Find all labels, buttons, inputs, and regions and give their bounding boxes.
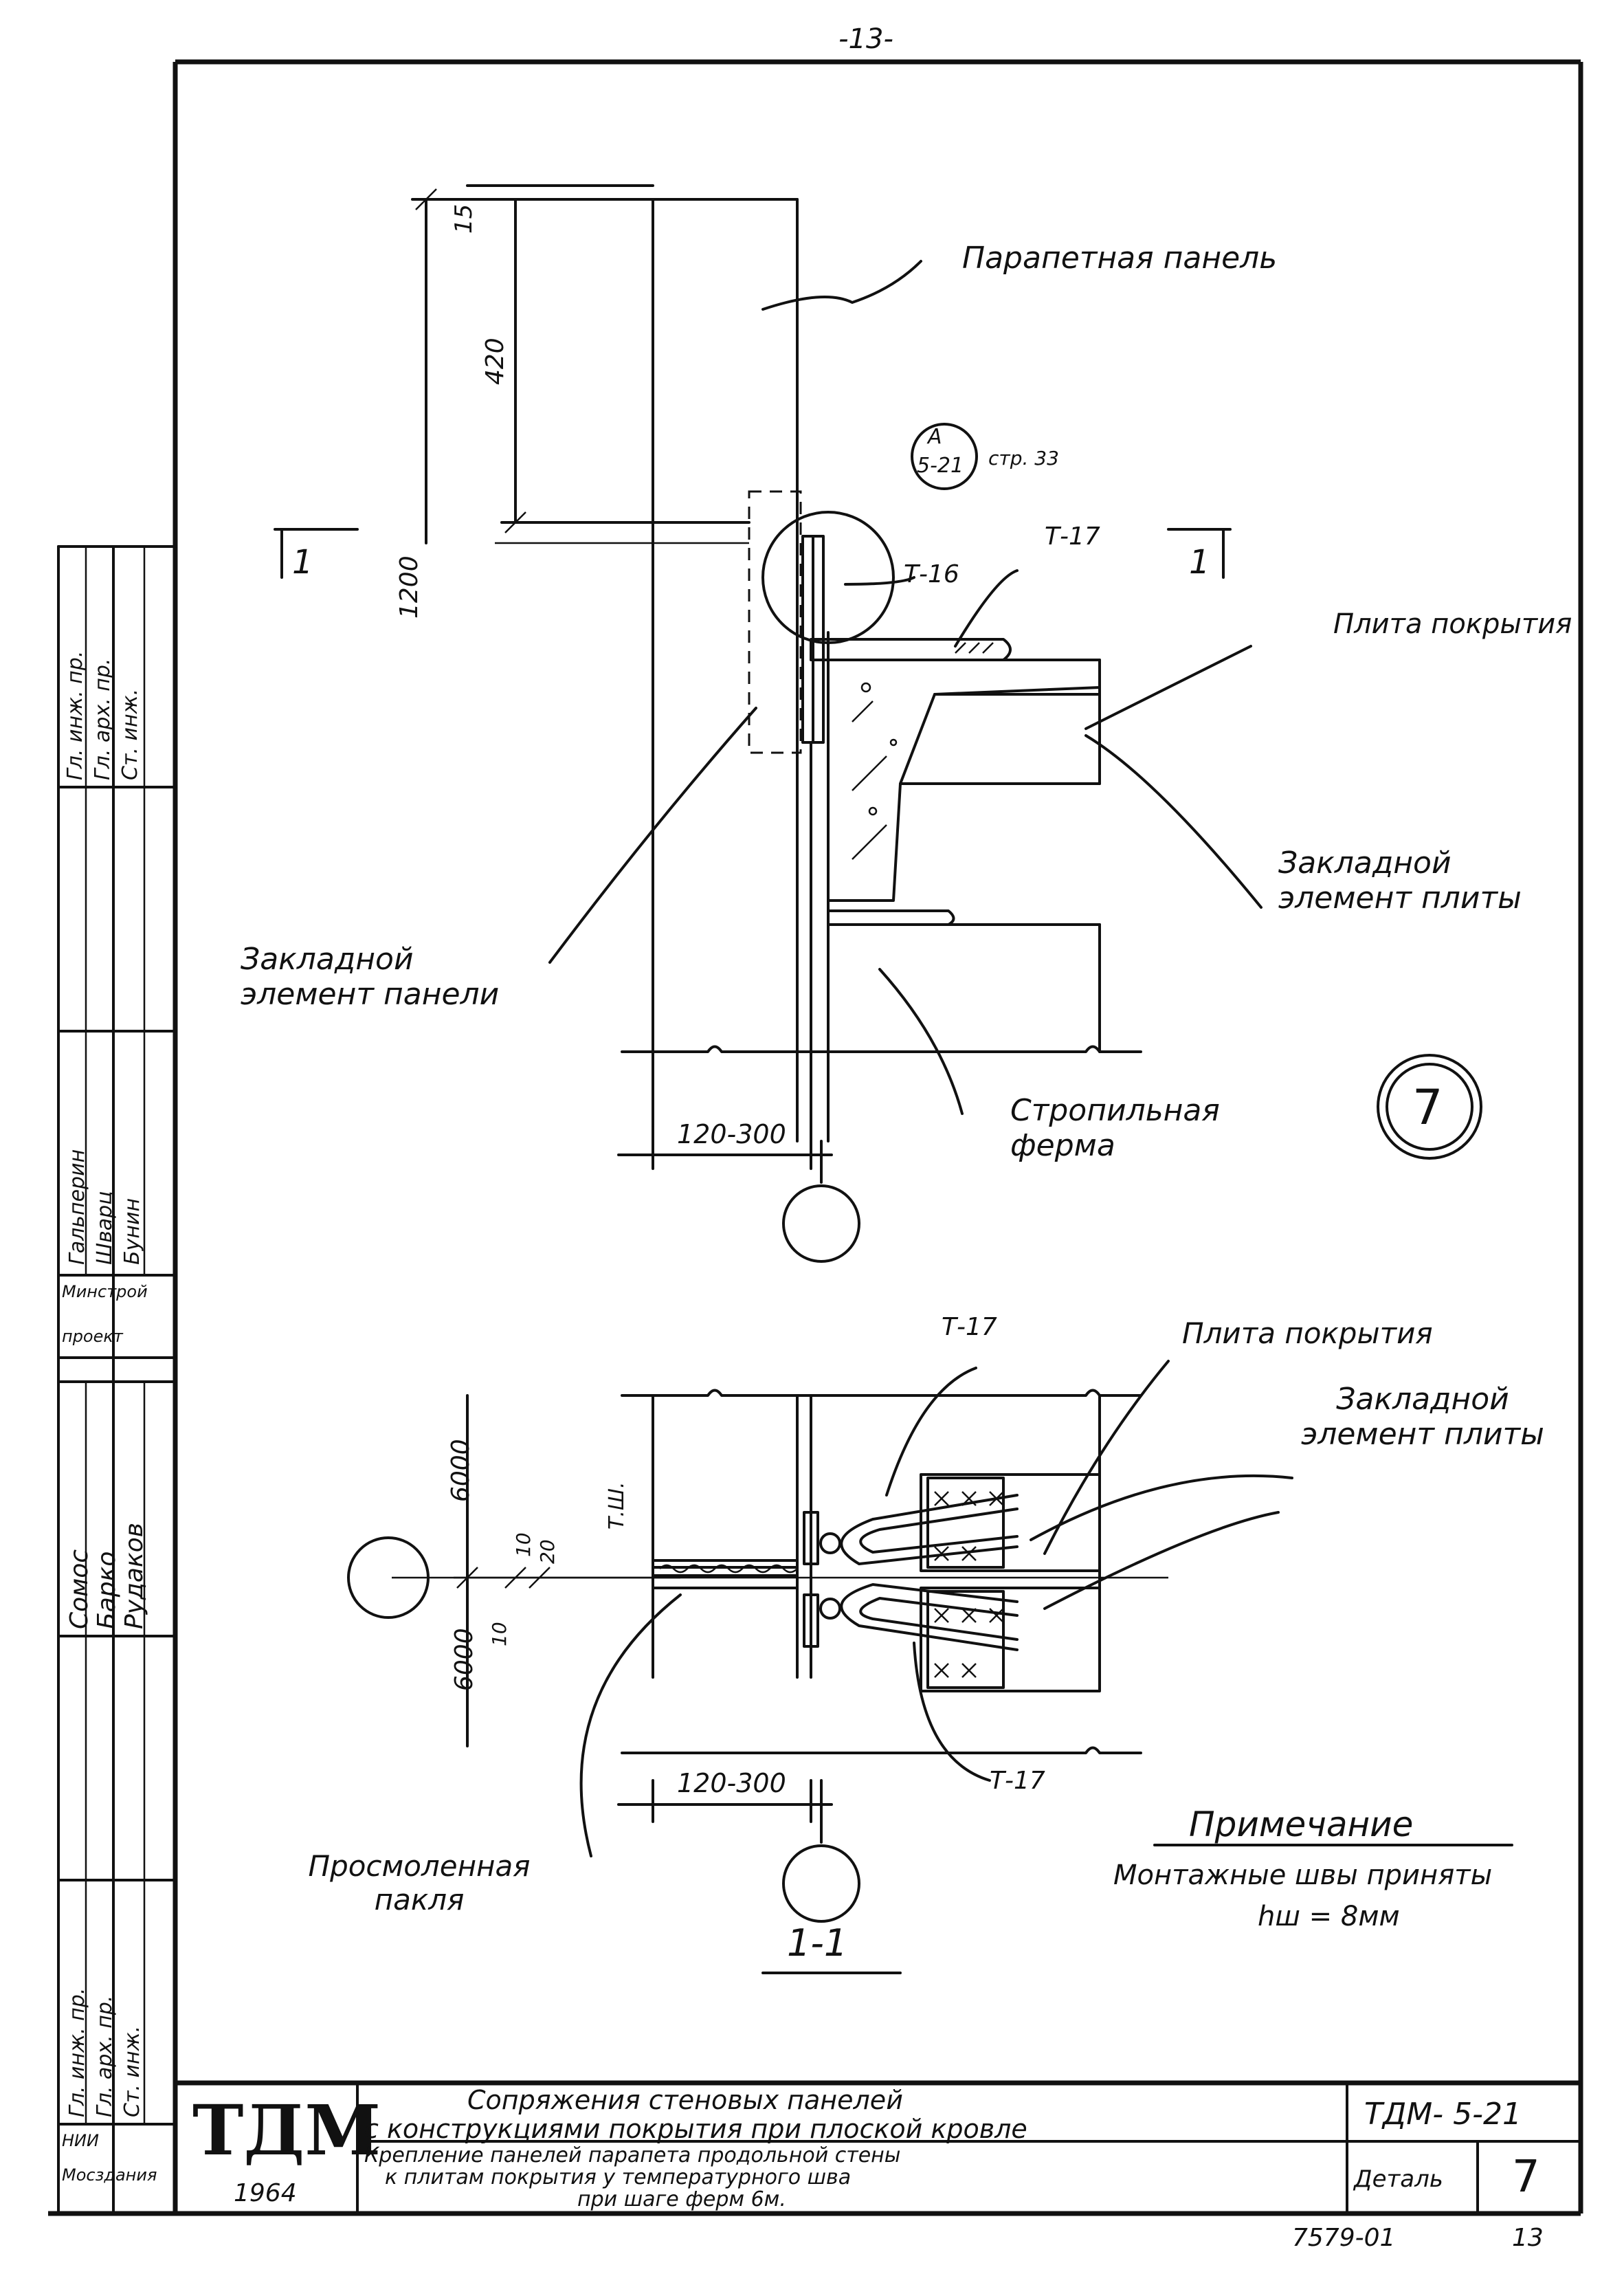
title-detail-label: Деталь — [1354, 2165, 1443, 2193]
stamp-name-top-3: Бунин — [120, 1197, 144, 1265]
stamp-role-top-3: Ст. инж. — [118, 688, 142, 780]
title-block-frame — [175, 2080, 1582, 2215]
stamp-role-top-1: Гл. инж. пр. — [63, 650, 87, 780]
label-parapet-panel: Парапетная панель — [962, 241, 1278, 276]
stamp-org-bottom-2: Мосздания — [62, 2165, 157, 2185]
side-stamp — [57, 545, 177, 2215]
footer-page-no: 13 — [1512, 2224, 1544, 2252]
callout-marker — [911, 423, 978, 490]
stamp-org-top-1: Минстрой — [62, 1282, 148, 1301]
dim-10-b: 10 — [488, 1622, 511, 1646]
label-t16: Т-16 — [904, 560, 959, 588]
detail-mark-text: 7 — [1412, 1079, 1443, 1136]
label-embedded-slab-plan: Закладной элемент плиты — [1301, 1382, 1544, 1452]
label-t17-c: Т-17 — [990, 1767, 1045, 1795]
stamp-role-bottom-2: Гл. арх. пр. — [93, 1995, 117, 2117]
label-embedded-panel: Закладной элемент панели — [241, 942, 500, 1012]
title-sub2: к плитам покрытия у температурного шва — [385, 2165, 852, 2189]
title-sub1: Крепление панелей парапета продольной ст… — [364, 2143, 901, 2167]
callout-page: стр. 33 — [988, 447, 1059, 470]
label-t17-a: Т-17 — [1045, 522, 1100, 551]
detail-mark-7 — [1377, 1054, 1482, 1160]
dim-10-a: 10 — [512, 1532, 535, 1557]
stamp-name-bottom-2: Барко — [93, 1551, 121, 1629]
label-roof-slab: Плита покрытия — [1333, 608, 1572, 640]
title-year: 1964 — [234, 2179, 297, 2207]
dim-6000-bottom: 6000 — [450, 1628, 478, 1691]
plan-view — [347, 1360, 1293, 1974]
dim-1200: 1200 — [395, 555, 423, 619]
note-heading: Примечание — [1189, 1804, 1414, 1844]
title-line2: с конструкциями покрытия при плоской кро… — [364, 2114, 1027, 2144]
stamp-role-bottom-3: Ст. инж. — [120, 2025, 144, 2117]
label-truss: Стропильная ферма — [1010, 1093, 1220, 1163]
title-line1: Сопряжения стеновых панелей — [467, 2085, 903, 2115]
label-section-left: 1 — [292, 543, 313, 582]
section-view — [274, 184, 1263, 1263]
stamp-org-top-2: проект — [62, 1327, 123, 1346]
label-embedded-slab: Закладной элемент плиты — [1278, 846, 1522, 916]
label-section-right: 1 — [1189, 543, 1210, 582]
footer-doc-no: 7579-01 — [1292, 2224, 1396, 2252]
dim-20: 20 — [536, 1539, 559, 1564]
title-detail-no: 7 — [1512, 2152, 1540, 2203]
stamp-org-bottom-1: НИИ — [62, 2131, 99, 2150]
callout-letter: А — [928, 425, 942, 449]
stamp-name-top-1: Гальперин — [65, 1149, 89, 1265]
dim-6000-top: 6000 — [447, 1439, 475, 1502]
stamp-role-top-2: Гл. арх. пр. — [91, 658, 115, 780]
dim-420: 420 — [481, 338, 509, 385]
embedded-hatch — [934, 1491, 1004, 1678]
page-number-top: -13- — [838, 23, 893, 55]
title-code: ТДМ- 5-21 — [1364, 2097, 1522, 2132]
note-line2: hш = 8мм — [1258, 1901, 1400, 1932]
label-roof-slab-plan: Плита покрытия — [1182, 1316, 1433, 1350]
stamp-role-bottom-1: Гл. инж. пр. — [65, 1987, 89, 2117]
dim-15: 15 — [450, 203, 478, 234]
label-t17-b: Т-17 — [942, 1313, 997, 1341]
slab-hatch — [852, 642, 994, 860]
label-tarred-tow: Просмоленная пакля — [308, 1849, 531, 1917]
stamp-name-bottom-3: Рудаков — [120, 1523, 148, 1629]
note-line1: Монтажные швы приняты — [1113, 1859, 1493, 1891]
dim-120-300-b: 120-300 — [677, 1768, 786, 1798]
section-caption: 1-1 — [787, 1921, 848, 1965]
callout-ref: 5-21 — [917, 454, 964, 478]
label-tsh: Т.Ш. — [605, 1481, 629, 1530]
stamp-name-top-2: Шварц — [93, 1191, 117, 1265]
title-sub3: при шаге ферм 6м. — [577, 2187, 786, 2211]
title-logo: ТДМ — [192, 2090, 381, 2171]
stamp-name-bottom-1: Сомос — [65, 1549, 93, 1629]
dim-120-300-a: 120-300 — [677, 1119, 786, 1149]
